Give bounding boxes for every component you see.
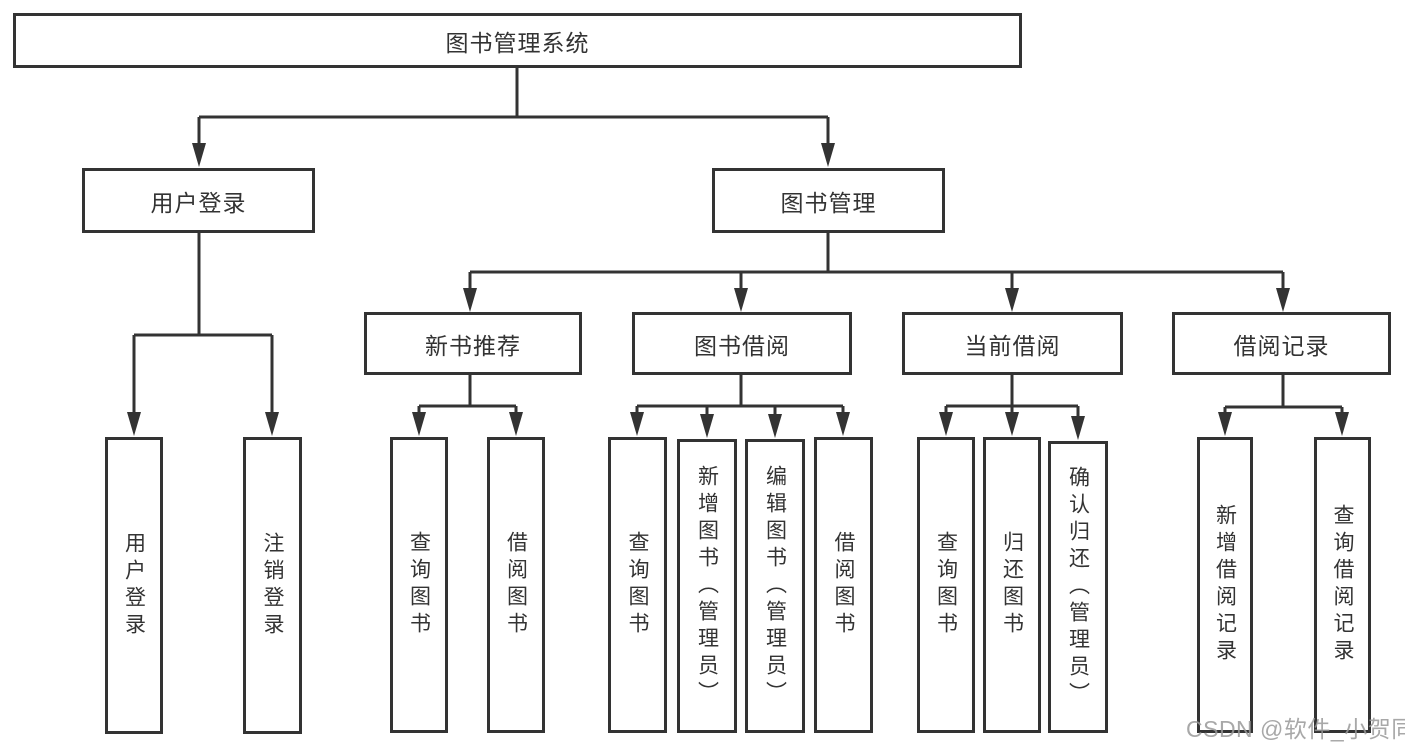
node-new-book-recommend: 新书推荐 [364,312,582,375]
leaf-confirm-return-admin: 确认归还（管理员） [1048,441,1108,733]
leaf-query-borrow-record: 查询借阅记录 [1314,437,1371,733]
leaf-return-books: 归还图书 [983,437,1041,733]
leaf-add-book-admin: 新增图书（管理员） [677,439,737,733]
leaf-edit-book-admin: 编辑图书（管理员） [745,439,805,733]
leaf-logout: 注销登录 [243,437,302,734]
leaf-borrow-books-recommend: 借阅图书 [487,437,545,733]
node-book-management: 图书管理 [712,168,945,233]
leaf-user-login: 用户登录 [105,437,163,734]
node-book-borrowing: 图书借阅 [632,312,852,375]
leaf-add-borrow-record: 新增借阅记录 [1197,437,1253,733]
node-library-system: 图书管理系统 [13,13,1022,68]
leaf-query-books-recommend: 查询图书 [390,437,448,733]
node-current-borrowing: 当前借阅 [902,312,1123,375]
leaf-borrow-books: 借阅图书 [814,437,873,733]
leaf-query-books-borrowing: 查询图书 [608,437,667,733]
arrowheads [127,143,1349,440]
node-borrow-records: 借阅记录 [1172,312,1391,375]
watermark-text: CSDN @软件_小贺同学 [1186,716,1405,742]
node-user-login-group: 用户登录 [82,168,315,233]
leaf-query-books-current: 查询图书 [917,437,975,733]
